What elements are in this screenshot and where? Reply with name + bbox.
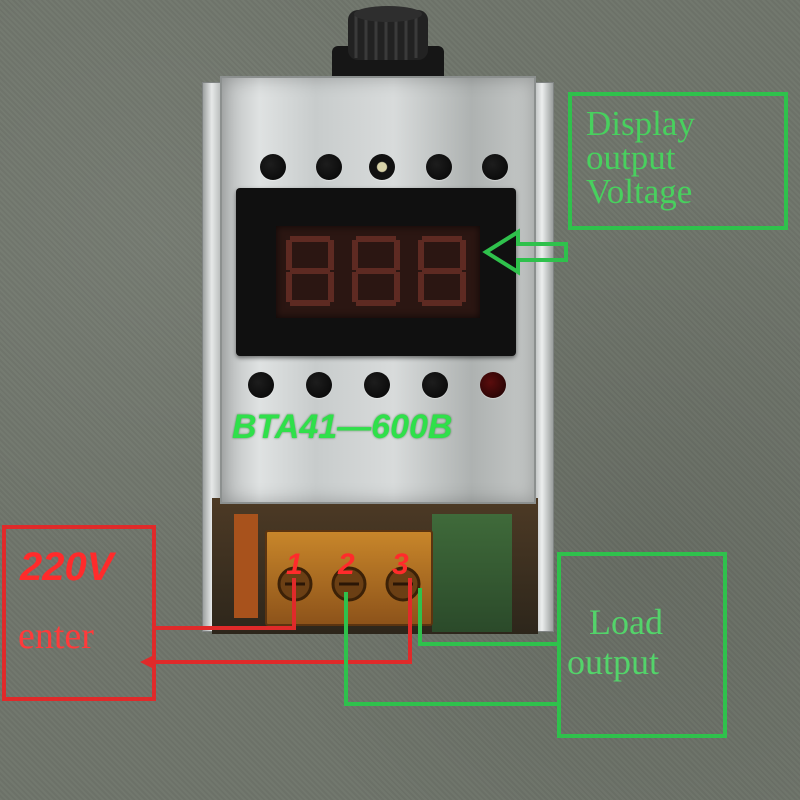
pcb-module	[432, 514, 512, 632]
vent-hole	[316, 154, 342, 180]
vent-hole	[422, 372, 448, 398]
model-label: BTA41—600B	[232, 408, 453, 446]
display-output-annotation: Display output Voltage	[568, 92, 788, 230]
input-label: enter	[18, 615, 94, 657]
terminal-screws	[277, 566, 421, 602]
vent-hole	[426, 154, 452, 180]
display-note-line-2: output	[586, 138, 676, 177]
display-note-line-3: Voltage	[586, 172, 693, 211]
display-note-line-1: Display	[586, 104, 695, 143]
vent-hole	[306, 372, 332, 398]
load-note-line-2: output	[567, 642, 660, 682]
indicator-led	[480, 372, 506, 398]
vent-hole	[482, 154, 508, 180]
vent-hole	[364, 372, 390, 398]
vent-hole	[260, 154, 286, 180]
led-display	[276, 226, 480, 318]
input-voltage: 220V	[20, 545, 114, 589]
load-note-line-1: Load	[589, 602, 663, 642]
terminal-number-2: 2	[338, 548, 355, 581]
terminal-number-3: 3	[392, 548, 409, 581]
load-output-annotation: Load output	[557, 552, 727, 738]
seven-segment-digits	[286, 236, 466, 306]
input-annotation: 220V enter	[2, 525, 156, 701]
arrow-left-icon	[482, 228, 568, 276]
capacitor	[234, 514, 258, 618]
terminal-number-1: 1	[286, 548, 303, 581]
vent-hole	[248, 372, 274, 398]
screw-icon	[369, 154, 395, 180]
